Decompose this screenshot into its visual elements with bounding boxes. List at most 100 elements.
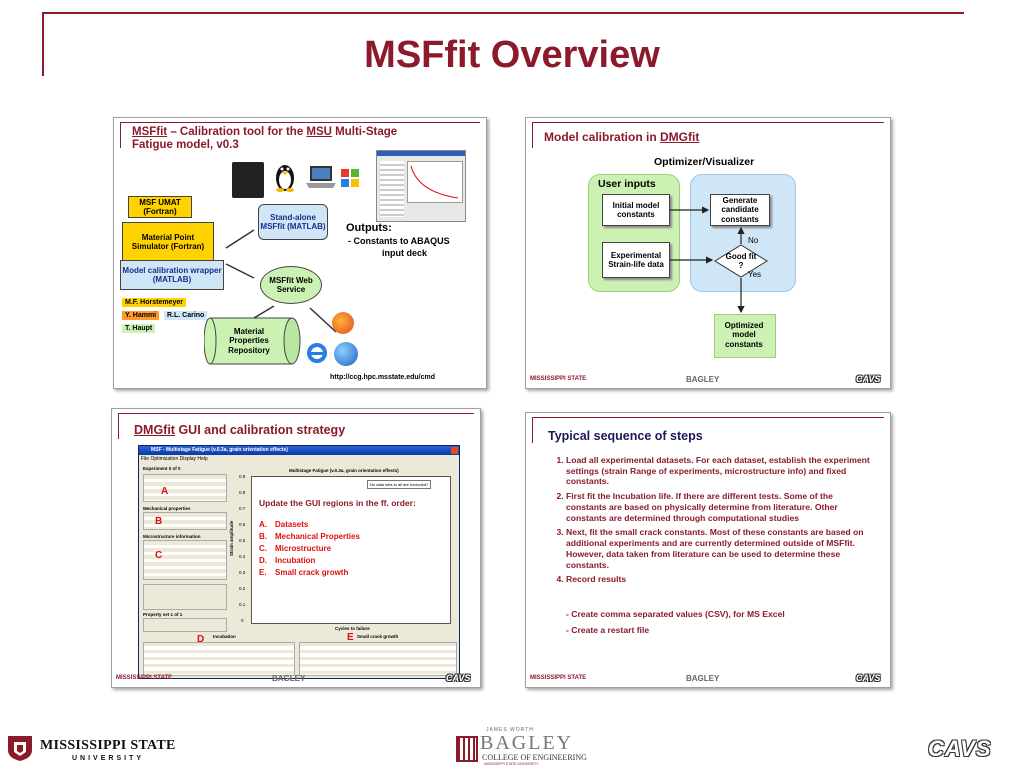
repository-cylinder [203, 316, 304, 366]
step-label: Mechanical Properties [275, 532, 360, 541]
plot-title: Multistage Fatigue (v.0.3a, grain orient… [289, 468, 399, 473]
panel-left-rule [532, 417, 533, 443]
gui-steps-list: A.Datasets B.Mechanical Properties C.Mic… [259, 520, 360, 580]
linux-penguin-icon [274, 160, 296, 192]
heading-msffit: MSFfit [132, 126, 168, 138]
step-item: Load all experimental datasets. For each… [566, 455, 872, 487]
heading-dmgfit: DMGfit [134, 423, 175, 437]
outputs-title: Outputs: [346, 222, 392, 234]
panel-typical-steps: Typical sequence of steps Load all exper… [525, 412, 891, 688]
experiment-label: Experiment 0 of 0 [143, 466, 181, 471]
step-item: First fit the Incubation life. If there … [566, 491, 872, 523]
mini-cavs-logo: CAVS [446, 673, 471, 683]
calibration-wrapper-box: Model calibration wrapper (MATLAB) [120, 260, 224, 290]
person-haupt: T. Haupt [122, 324, 156, 333]
gui-menubar: File Optimization Display Help [141, 456, 208, 462]
good-fit-label: Good fit ? [725, 251, 757, 270]
material-point-simulator-box: Material Point Simulator (Fortran) [122, 222, 214, 262]
msu-university: UNIVERSITY [72, 755, 145, 762]
mechanical-controls[interactable] [143, 512, 227, 530]
heading-line2: Fatigue model, v0.3 [132, 139, 239, 151]
ccg-url: http://ccg.hpc.msstate.edu/cmd [330, 374, 436, 381]
person-hammi: Y. Hammi [122, 311, 160, 320]
step-letter: B. [259, 532, 267, 541]
optimized-constants-box: Optimized model constants [724, 321, 764, 349]
flow-arrows [670, 206, 745, 314]
heading-part: – Calibration tool for the [167, 126, 307, 138]
panel-top-rule [532, 122, 884, 123]
gui-window: MSF - Multistage Fatigue (v.0.3a, grain … [138, 445, 460, 679]
ytick-label: 0.9 [239, 474, 246, 479]
microstructure-controls[interactable] [143, 540, 227, 580]
heading-part: GUI and calibration strategy [174, 423, 346, 437]
region-letter-a: A [161, 486, 169, 497]
panel1-heading: MSFfit – Calibration tool for the MSU Mu… [132, 126, 397, 152]
mini-bagley-logo: BAGLEY [686, 375, 720, 384]
step-label: Small crack growth [275, 568, 349, 577]
outputs-line2: input deck [382, 248, 428, 258]
ytick-label: 0.3 [239, 570, 246, 575]
steps-list: Load all experimental datasets. For each… [548, 455, 872, 589]
yes-label: Yes [748, 270, 762, 279]
mini-cavs-logo: CAVS [856, 673, 881, 683]
bagley-top: JAMES WORTH [486, 727, 534, 733]
good-fit-diamond [714, 244, 768, 278]
ytick-label: 0.2 [239, 586, 246, 591]
no-label: No [748, 236, 759, 245]
thumbnail-controls [380, 161, 404, 217]
bagley-tiny: MISSISSIPPI STATE UNIVERSITY [484, 762, 539, 766]
record-item-restart: - Create a restart file [566, 625, 650, 635]
plot-ylabel: Strain amplitude [229, 520, 234, 556]
panel3-heading: DMGfit GUI and calibration strategy [134, 423, 345, 437]
step-label: Datasets [275, 520, 309, 529]
ytick-label: 0.1 [239, 602, 246, 607]
step-label: Incubation [275, 556, 316, 565]
property-set-controls[interactable] [143, 618, 227, 632]
globe-icon [334, 342, 358, 366]
connector-arrows [225, 229, 337, 333]
fraction-controls[interactable] [143, 584, 227, 610]
gui-step: C.Microstructure [259, 544, 360, 556]
step-item: Record results [566, 574, 872, 585]
incubation-grid[interactable] [143, 642, 295, 676]
step-label: Microstructure [275, 544, 332, 553]
bagley-emblem [456, 736, 478, 762]
cavs-logo: CAVS [928, 736, 992, 761]
person-horstemeyer: M.F. Horstemeyer [122, 298, 186, 307]
region-letter-e: E [347, 632, 354, 643]
slide-title: MSFfit Overview [364, 34, 660, 76]
ytick-label: 0.4 [239, 554, 246, 559]
region-letter-c: C [155, 550, 163, 561]
firefox-icon [332, 312, 354, 334]
panel-top-rule [532, 417, 884, 418]
web-service-box: MSFfit Web Service [260, 266, 322, 304]
dataset-controls[interactable] [143, 474, 227, 502]
small-crack-label: Small crack growth [357, 634, 399, 639]
window-close-icon[interactable] [451, 447, 458, 454]
panel-top-rule [118, 413, 474, 414]
optimized-region [714, 314, 776, 358]
record-item-csv: - Create comma separated values (CSV), f… [566, 609, 785, 619]
thumbnail-plot [407, 161, 463, 203]
bagley-college: COLLEGE OF ENGINEERING [482, 753, 587, 762]
panel-top-rule [120, 122, 480, 123]
user-inputs-label: User inputs [598, 178, 656, 190]
update-instruction: Update the GUI regions in the ff. order: [259, 498, 416, 508]
gui-titlebar: MSF - Multistage Fatigue (v.0.3a, grain … [139, 446, 459, 455]
repository-label: Material Properties Repository [228, 327, 270, 355]
mini-bagley-logo: BAGLEY [686, 674, 720, 683]
gui-step: E.Small crack growth [259, 568, 360, 580]
mini-cavs-logo: CAVS [856, 374, 881, 384]
person-carino: R.L. Carino [164, 311, 208, 320]
mini-msu-logo: MISSISSIPPI STATE [530, 376, 587, 382]
ytick-label: 0.6 [239, 522, 246, 527]
panel-left-rule [120, 122, 121, 148]
msf-umat-box: MSF UMAT (Fortran) [128, 196, 192, 218]
standalone-msffit-box: Stand-alone MSFfit (MATLAB) [258, 204, 328, 240]
plot-area[interactable] [251, 476, 451, 624]
small-crack-grid[interactable] [299, 642, 457, 676]
initial-constants-box: Initial model constants [602, 194, 670, 226]
gui-step: B. Mechanical Properties [259, 532, 360, 544]
panel-left-rule [532, 122, 533, 148]
internet-explorer-icon [306, 342, 328, 364]
